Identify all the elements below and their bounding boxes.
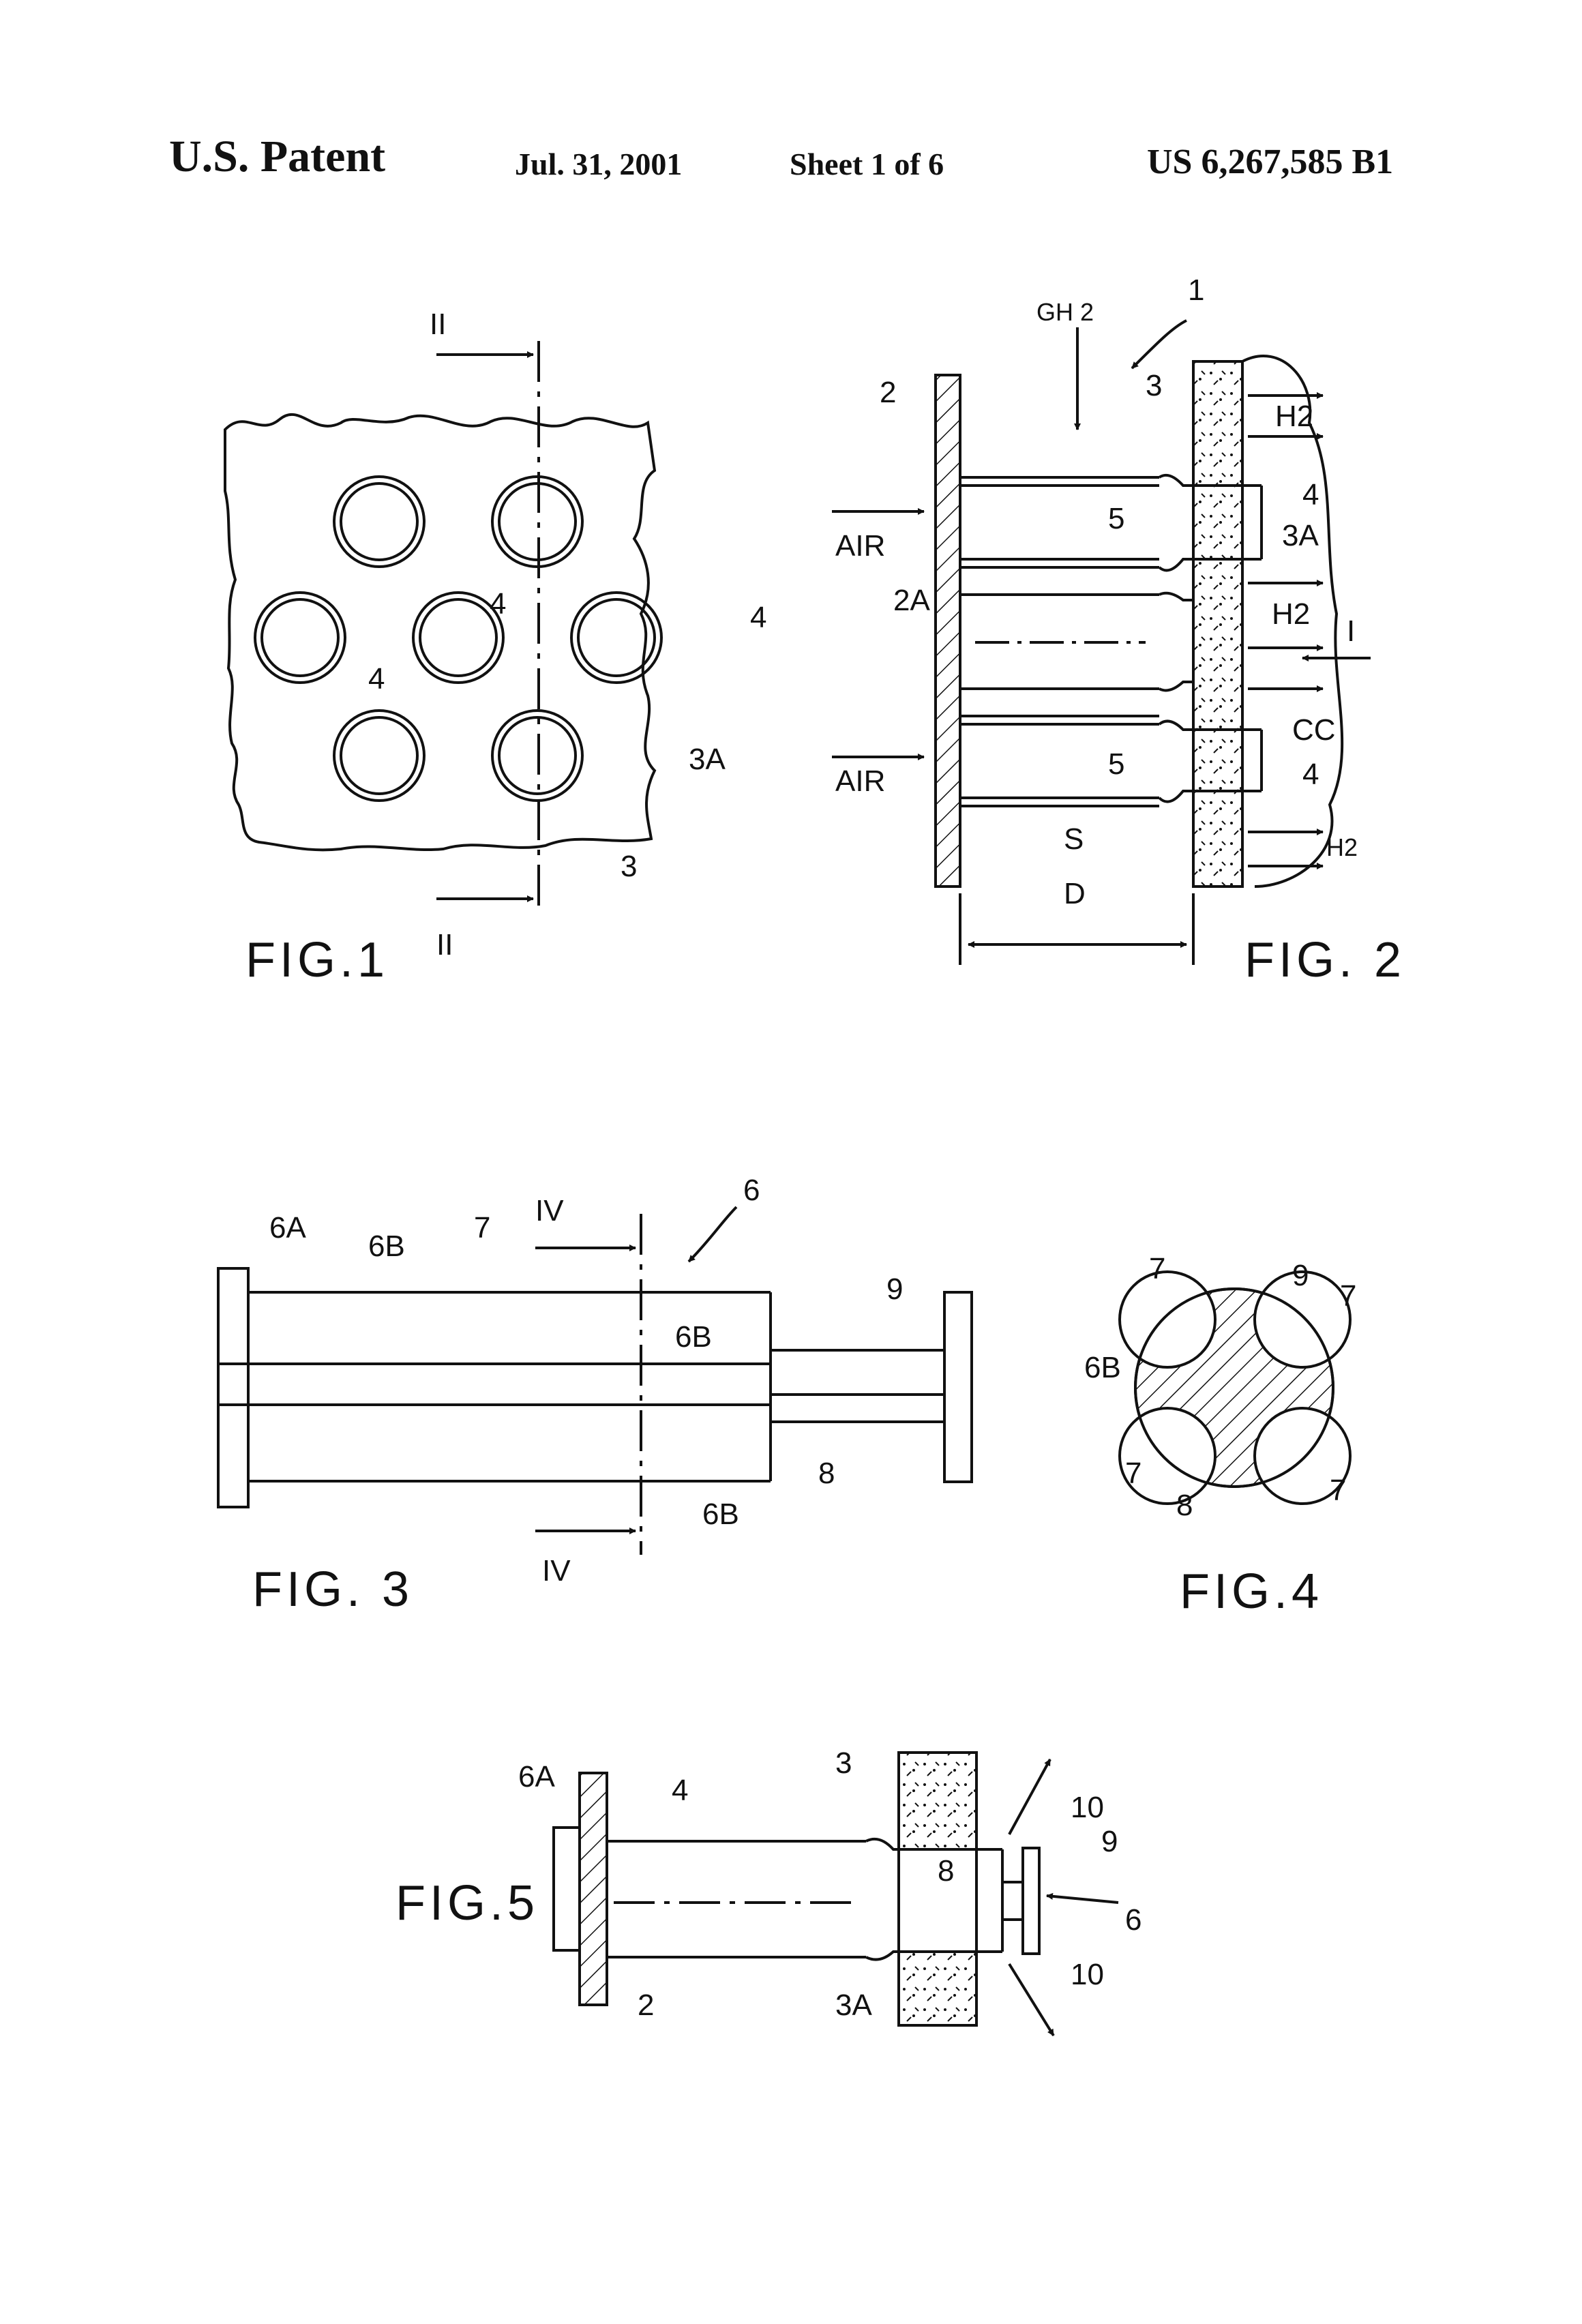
fig2-label-air-bottom: AIR xyxy=(835,764,885,798)
fig3-label-8: 8 xyxy=(818,1457,835,1490)
fig4-label-6b: 6B xyxy=(1084,1351,1121,1384)
fig5-head-9 xyxy=(1023,1848,1039,1954)
fig5-wall-2 xyxy=(580,1773,607,2005)
fig2-label-s: S xyxy=(1064,822,1084,856)
fig3-label-6b-mid: 6B xyxy=(675,1320,712,1354)
fig3-flange-6a xyxy=(218,1268,248,1507)
fig2-label-5-top: 5 xyxy=(1108,502,1124,535)
fig5-label-4: 4 xyxy=(672,1774,688,1807)
fig3-label-6a: 6A xyxy=(269,1211,306,1245)
fig1-plate-outline xyxy=(225,415,655,850)
fig4-label-8: 8 xyxy=(1176,1489,1193,1522)
fig4-caption: FIG.4 xyxy=(1180,1564,1323,1619)
fig3-caption: FIG. 3 xyxy=(252,1562,413,1617)
fig1-tube-holes xyxy=(255,477,661,801)
fig2-label-h2-top: H2 xyxy=(1275,400,1313,433)
fig4-label-7-tl: 7 xyxy=(1149,1252,1165,1285)
fig2-label-3: 3 xyxy=(1146,369,1162,402)
fig2-label-2a: 2A xyxy=(893,584,930,617)
fig3-label-9: 9 xyxy=(886,1272,903,1306)
fig5-label-10-top: 10 xyxy=(1071,1791,1104,1824)
fig2-label-h2-mid: H2 xyxy=(1272,597,1310,631)
fig3-label-6b-top: 6B xyxy=(368,1230,405,1263)
fig1-section-top-label: II xyxy=(430,308,446,341)
fig1-label-4a: 4 xyxy=(490,587,506,621)
fig5-label-8: 8 xyxy=(938,1854,954,1888)
fig5-label-6: 6 xyxy=(1125,1903,1141,1937)
fig3-head-9 xyxy=(944,1292,972,1482)
fig2-label-3a: 3A xyxy=(1282,519,1319,552)
fig4-label-7-tr: 7 xyxy=(1340,1279,1356,1313)
fig2-label-air-top: AIR xyxy=(835,529,885,563)
fig1-caption: FIG.1 xyxy=(245,933,389,987)
figure-1 xyxy=(225,341,661,914)
fig1-section-bottom-label: II xyxy=(436,928,453,962)
fig2-label-2: 2 xyxy=(880,376,896,409)
fig2-label-h2-bottom: H2 xyxy=(1326,833,1358,861)
fig2-label-5-bottom: 5 xyxy=(1108,747,1124,781)
fig3-stem-8 xyxy=(771,1350,944,1422)
fig4-label-9: 9 xyxy=(1292,1259,1309,1292)
fig1-label-4b: 4 xyxy=(750,601,766,634)
fig1-label-3a: 3A xyxy=(689,743,726,776)
fig2-wall-3 xyxy=(1193,361,1242,887)
fig5-label-2: 2 xyxy=(638,1988,654,2022)
fig3-label-6: 6 xyxy=(743,1174,760,1207)
fig1-label-3: 3 xyxy=(621,850,637,883)
fig3-label-iv-top: IV xyxy=(535,1194,564,1227)
fig4-label-7-br: 7 xyxy=(1330,1474,1346,1507)
fig5-label-6a: 6A xyxy=(518,1760,555,1793)
fig2-label-i: I xyxy=(1347,614,1355,648)
fig5-caption: FIG.5 xyxy=(395,1876,539,1931)
fig2-label-1: 1 xyxy=(1188,273,1204,307)
figure-4 xyxy=(1120,1272,1350,1504)
fig2-label-4-bottom: 4 xyxy=(1302,758,1319,791)
fig2-caption: FIG. 2 xyxy=(1244,933,1405,987)
figure-3 xyxy=(218,1207,972,1555)
fig3-label-7: 7 xyxy=(474,1211,490,1245)
fig3-label-iv-bottom: IV xyxy=(542,1554,571,1588)
fig2-label-4-top: 4 xyxy=(1302,478,1319,511)
fig2-tube-mid xyxy=(960,593,1193,691)
fig5-label-9: 9 xyxy=(1101,1825,1118,1858)
fig4-label-7-bl: 7 xyxy=(1125,1457,1141,1490)
fig5-label-10-bottom: 10 xyxy=(1071,1958,1104,1991)
fig2-wall-2 xyxy=(936,375,960,887)
fig1-label-4c: 4 xyxy=(368,662,385,696)
fig5-label-3a: 3A xyxy=(835,1988,872,2022)
fig2-label-cc: CC xyxy=(1292,713,1336,747)
fig5-label-3: 3 xyxy=(835,1746,852,1780)
fig2-label-d: D xyxy=(1064,877,1086,910)
fig3-label-6b-bottom: 6B xyxy=(702,1498,739,1531)
fig2-label-gh2: GH 2 xyxy=(1036,298,1094,326)
